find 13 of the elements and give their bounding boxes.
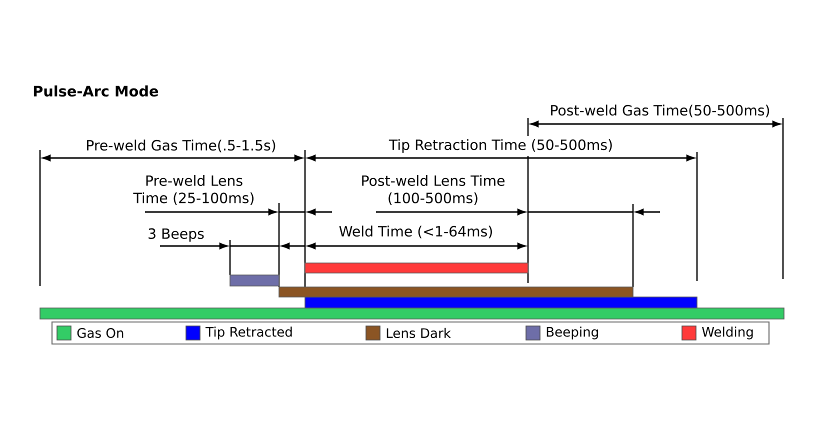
dimension-label: Pre-weld Lens Time (25-100ms) bbox=[133, 175, 254, 205]
dimension-label: Weld Time (<1-64ms) bbox=[339, 226, 492, 238]
title: Pulse-Arc Mode bbox=[34, 85, 158, 97]
legend-label: Beeping bbox=[546, 326, 598, 340]
legend-label: Lens Dark bbox=[386, 328, 451, 338]
dimension-label: Post-weld Lens Time (100-500ms) bbox=[362, 175, 504, 205]
legend-label: Welding bbox=[702, 326, 753, 340]
legend-label: Gas On bbox=[77, 328, 124, 338]
dimension-label: Pre-weld Gas Time(.5-1.5s) bbox=[87, 140, 276, 152]
dimension-label: Post-weld Gas Time(50-500ms) bbox=[551, 104, 770, 118]
dimension-label: Tip Retraction Time (50-500ms) bbox=[388, 139, 612, 153]
legend-label: Tip Retracted bbox=[206, 326, 292, 340]
dimension-label: 3 Beeps bbox=[148, 228, 204, 242]
